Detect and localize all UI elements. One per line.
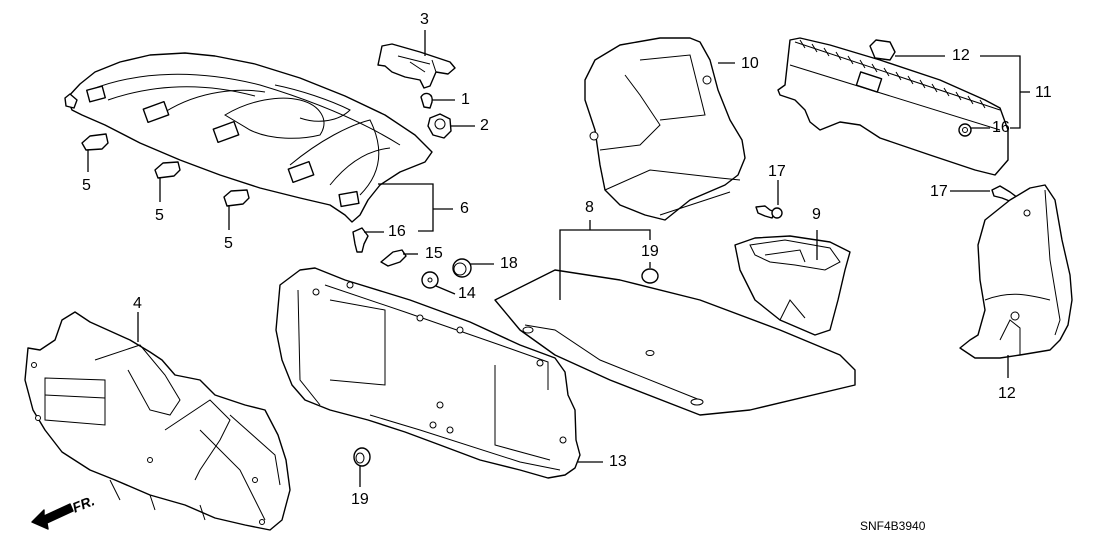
rear-tray-insulator-part — [24, 311, 291, 531]
lining-cover-part — [869, 39, 896, 61]
callout-16-tray: 16 — [388, 223, 406, 240]
callout-8: 9 — [812, 206, 821, 223]
leader-lines — [87, 30, 1030, 487]
bulb-part — [420, 92, 433, 109]
callout-5-left: 5 — [82, 177, 91, 194]
callout-16-lining: 16 — [992, 119, 1010, 136]
trunk-front-lining-part — [275, 267, 581, 479]
rear-panel-lining-part — [777, 37, 1009, 176]
callout-13: 13 — [609, 453, 627, 470]
figure-code: SNF4B3940 — [860, 519, 926, 533]
callout-17-right: 17 — [930, 183, 948, 200]
callout-4: 4 — [133, 295, 142, 312]
socket-part — [427, 113, 452, 139]
callout-5-right: 5 — [224, 235, 233, 252]
callout-2: 2 — [480, 117, 489, 134]
callout-6: 6 — [460, 200, 469, 217]
callout-5-center: 5 — [155, 207, 164, 224]
callout-14: 14 — [458, 285, 476, 302]
callout-9: 10 — [741, 55, 759, 72]
floor-mat-part — [494, 269, 856, 416]
front-direction-arrow — [31, 503, 74, 530]
storage-box-part — [734, 235, 851, 336]
callout-1: 1 — [461, 91, 470, 108]
callout-17-left: 17 — [768, 163, 786, 180]
high-mount-stop-light-part — [377, 43, 456, 89]
callout-11: 12 — [952, 47, 970, 64]
callout-7: 8 — [585, 199, 594, 216]
rear-tray-part — [64, 52, 433, 223]
lining-clip-part — [958, 123, 972, 137]
trunk-side-lining-right-part — [959, 184, 1073, 359]
clip-15-part — [380, 249, 407, 267]
tray-clip-part — [352, 227, 369, 253]
callout-3: 3 — [420, 11, 429, 28]
lining-grommet-part — [353, 447, 371, 467]
trunk-side-lining-left-part — [584, 37, 746, 221]
mat-grommet-part — [641, 268, 659, 284]
callout-19-mat: 19 — [641, 243, 659, 260]
callout-15: 15 — [425, 245, 443, 262]
plug-18-part — [452, 258, 472, 278]
callout-19-lining: 19 — [351, 491, 369, 508]
grommet-14-part — [421, 271, 439, 289]
speaker-covers — [81, 133, 250, 207]
callout-10: 11 — [1035, 84, 1052, 101]
callout-12: 12 — [998, 385, 1016, 402]
callout-18: 18 — [500, 255, 518, 272]
